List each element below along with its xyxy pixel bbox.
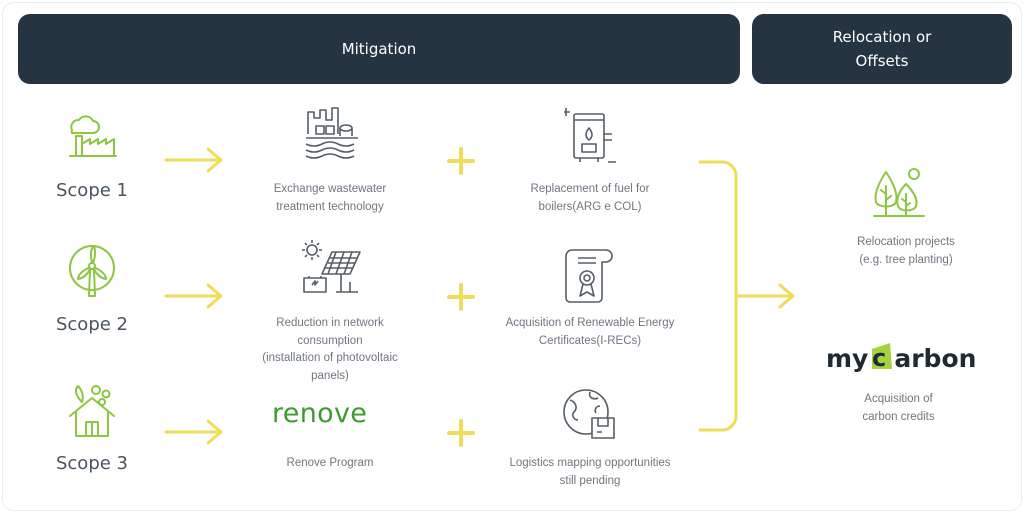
trees-icon: [873, 168, 925, 217]
irec-caption: Acquisition of Renewable Energy Certific…: [505, 317, 675, 347]
logistics-caption: Logistics mapping opportunities still pe…: [509, 457, 671, 487]
plus-icon-row3: [447, 419, 475, 447]
scope-2-label: Scope 2: [55, 314, 128, 335]
scope-1-arrow: [164, 147, 223, 173]
mycarbon-logo-rest: arbon: [894, 344, 977, 373]
scope-3-label: Scope 3: [55, 453, 128, 474]
renove-caption: Renove Program: [286, 457, 374, 469]
relocation-header-line2: Offsets: [855, 52, 909, 70]
plus-icon-row2: [447, 283, 475, 311]
certificate-icon: [565, 249, 613, 303]
wind-turbine-icon: [69, 245, 115, 297]
relocation-caption: Relocation projects (e.g. tree planting): [857, 236, 955, 266]
scope-2-arrow: [164, 283, 223, 309]
relocation-header: Relocation or Offsets: [752, 14, 1012, 84]
wastewater-caption: Exchange wastewater treatment technology: [273, 183, 387, 213]
network-caption: Reduction in network consumption (instal…: [262, 317, 398, 382]
globe-package-icon: [563, 389, 615, 439]
mycarbon-logo-leaf-icon: c: [872, 343, 893, 372]
bracket-arrow: [698, 160, 795, 432]
relocation-header-line1: Relocation or: [832, 28, 932, 46]
mycarbon-logo-c: c: [872, 344, 886, 371]
plus-icon-row1: [447, 147, 475, 175]
mycarbon-caption: Acquisition of carbon credits: [862, 393, 935, 423]
renove-logo: renove: [272, 398, 368, 429]
mitigation-header: Mitigation: [18, 14, 740, 84]
wastewater-plant-icon: [305, 107, 358, 159]
scope-3-arrow: [164, 419, 223, 445]
mitigation-header-label: Mitigation: [341, 40, 417, 58]
eco-house-icon: [69, 385, 115, 437]
boiler-icon: [564, 108, 616, 163]
fuel-caption: Replacement of fuel for boilers(ARG e CO…: [530, 183, 650, 213]
scope-1-label: Scope 1: [55, 180, 128, 201]
mycarbon-logo-my: my: [826, 344, 869, 373]
solar-panel-icon: [302, 240, 361, 293]
factory-icon: [69, 115, 117, 157]
